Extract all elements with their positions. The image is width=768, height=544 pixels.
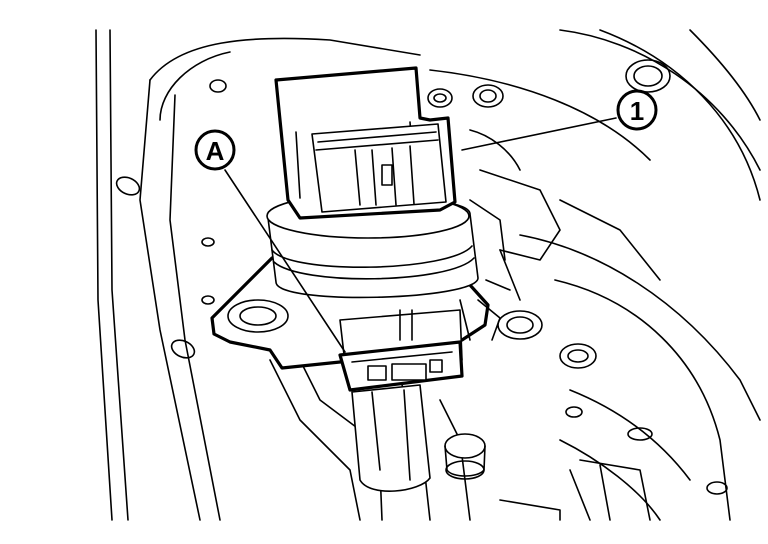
leader-line-1 xyxy=(461,117,617,151)
callout-1-text: 1 xyxy=(630,96,644,126)
transmission-case xyxy=(95,29,761,521)
flange-bolt-hole xyxy=(227,299,289,333)
callout-a-circle xyxy=(194,129,236,171)
leader-lines xyxy=(224,117,617,353)
wire-harness xyxy=(351,384,431,492)
leader-line-a xyxy=(224,169,346,353)
callout-1-circle xyxy=(616,89,658,131)
callout-a: A xyxy=(194,129,236,171)
callout-a-text: A xyxy=(206,136,225,166)
callout-1: 1 xyxy=(616,89,658,131)
connector-assembly xyxy=(210,66,511,492)
